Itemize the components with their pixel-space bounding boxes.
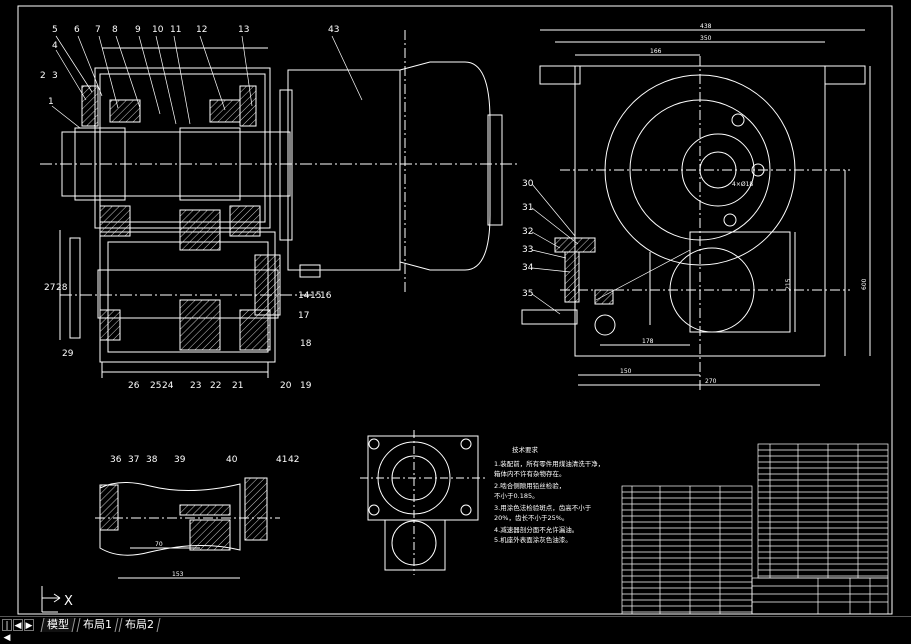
- callout-25: 25: [150, 381, 161, 391]
- callout-42: 42: [288, 455, 299, 465]
- callout-32: 32: [522, 227, 533, 237]
- callout-5: 5: [52, 25, 58, 35]
- dims-side: 438 350 166 150 270 178 4×Ø18 215 600 30…: [522, 23, 868, 385]
- tab-model[interactable]: 模型: [40, 618, 76, 632]
- dim-166: 166: [650, 48, 662, 55]
- tech-line-1: 1.装配前，所有零件用煤油清洗干净，: [494, 459, 604, 468]
- callout-34: 34: [522, 263, 534, 273]
- callout-8: 8: [112, 25, 118, 35]
- callout-38: 38: [146, 455, 158, 465]
- callout-31: 31: [522, 203, 533, 213]
- tab-layout2[interactable]: 布局2: [118, 618, 161, 632]
- callout-11: 11: [170, 25, 181, 35]
- callout-43: 43: [328, 25, 339, 35]
- tech-line-7: 4.减速器剖分面不允许漏油。: [494, 525, 578, 534]
- leader-lines-side: [531, 183, 691, 315]
- first-tab-arrow-icon[interactable]: |◀: [2, 619, 12, 643]
- dim-153: 153: [172, 571, 184, 578]
- callout-27: 27: [44, 283, 55, 293]
- callout-28: 28: [56, 283, 68, 293]
- dim-178: 178: [642, 338, 654, 345]
- callout-19: 19: [300, 381, 312, 391]
- callout-20: 20: [280, 381, 292, 391]
- callouts-main: 5 6 7 8 9 10 11 12 13 4 2 3 1 43 27 28 2…: [40, 25, 339, 391]
- flange-view: [360, 430, 485, 575]
- leader-lines-main: [51, 35, 363, 129]
- dim-600: 600: [861, 278, 868, 290]
- tech-line-6: 20%，齿长不小于25%。: [494, 513, 568, 522]
- callouts-detail: 36 37 38 39 40 41 42 70 153: [110, 455, 299, 578]
- next-tab-arrow-icon[interactable]: ▶: [24, 619, 34, 631]
- drawing-frame: [17, 5, 893, 615]
- callout-18: 18: [300, 339, 312, 349]
- dim-438: 438: [700, 23, 712, 30]
- callout-16: 16: [320, 291, 332, 301]
- callout-33: 33: [522, 245, 533, 255]
- callout-7: 7: [95, 25, 101, 35]
- drawing-canvas[interactable]: 5 6 7 8 9 10 11 12 13 4 2 3 1 43 27 28 2…: [0, 0, 911, 616]
- dim-150: 150: [620, 368, 632, 375]
- title-block: [751, 577, 889, 615]
- dim-4x18: 4×Ø18: [732, 181, 753, 188]
- callout-40: 40: [226, 455, 238, 465]
- dim-350: 350: [700, 35, 712, 42]
- callout-35: 35: [522, 289, 533, 299]
- tech-title: 技术要求: [512, 445, 539, 454]
- callout-9: 9: [135, 25, 141, 35]
- callout-12: 12: [196, 25, 207, 35]
- ucs-icon: [41, 586, 61, 613]
- callout-17: 17: [298, 311, 309, 321]
- callout-39: 39: [174, 455, 186, 465]
- layout-tab-bar: |◀ ◀ ▶ 模型 布局1 布局2: [0, 616, 911, 643]
- tech-line-2: 箱体内不许有杂物存在。: [494, 469, 566, 478]
- dim-70: 70: [155, 541, 163, 548]
- tech-line-4: 不小于0.185。: [494, 491, 539, 500]
- callout-30: 30: [522, 179, 534, 189]
- tech-line-8: 5.机座外表面涂灰色油漆。: [494, 535, 572, 544]
- callout-41: 41: [276, 455, 287, 465]
- callout-13: 13: [238, 25, 249, 35]
- ucs-x-label: X: [64, 594, 73, 609]
- callout-6: 6: [74, 25, 80, 35]
- callout-14: 14: [298, 291, 310, 301]
- tab-layout1[interactable]: 布局1: [76, 618, 119, 632]
- callout-15: 15: [310, 291, 321, 301]
- callout-3: 3: [52, 71, 58, 81]
- parts-list-table: [621, 443, 889, 615]
- main-section-view: [40, 30, 520, 378]
- callout-10: 10: [152, 25, 164, 35]
- callout-36: 36: [110, 455, 122, 465]
- tech-line-3: 2.啮合侧隙用铅丝检验，: [494, 481, 565, 490]
- callout-26: 26: [128, 381, 140, 391]
- callout-24: 24: [162, 381, 174, 391]
- callout-37: 37: [128, 455, 139, 465]
- dim-270: 270: [705, 378, 717, 385]
- callout-1: 1: [48, 97, 54, 107]
- prev-tab-arrow-icon[interactable]: ◀: [13, 619, 23, 631]
- callout-22: 22: [210, 381, 221, 391]
- dim-215: 215: [785, 278, 792, 290]
- side-view: [521, 29, 871, 390]
- technical-requirements: 技术要求 1.装配前，所有零件用煤油清洗干净， 箱体内不许有杂物存在。 2.啮合…: [494, 445, 604, 544]
- callout-23: 23: [190, 381, 201, 391]
- callout-4: 4: [52, 41, 58, 51]
- callout-2: 2: [40, 71, 46, 81]
- detail-view: [95, 477, 280, 579]
- callout-29: 29: [62, 349, 74, 359]
- callout-21: 21: [232, 381, 243, 391]
- tech-line-5: 3.用涂色法检验斑点，齿高不小于: [494, 503, 592, 512]
